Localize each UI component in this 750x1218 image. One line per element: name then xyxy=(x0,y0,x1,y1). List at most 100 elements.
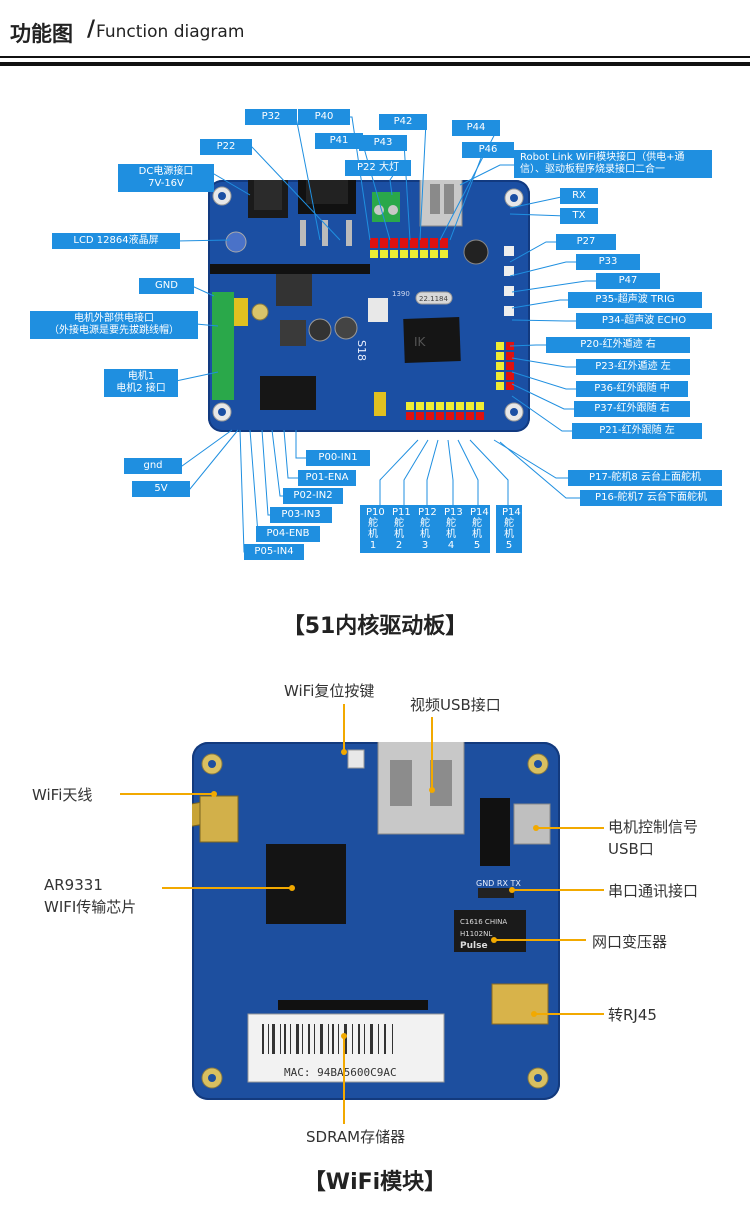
dc-power-line1: DC电源接口 xyxy=(138,166,194,177)
wifi-module-graphic: GND RX TX C1616 CHINA H1102NL Pulse MAC:… xyxy=(132,737,551,1089)
label-p21: P21-红外跟随 左 xyxy=(572,423,702,439)
label-p33: P33 xyxy=(576,254,640,270)
label-p43: P43 xyxy=(359,135,407,151)
driver-board-photo: IK 22.1184 xyxy=(208,170,530,432)
servo-num: 5 xyxy=(505,540,513,551)
wifi-module-photo: GND RX TX C1616 CHINA H1102NL Pulse MAC:… xyxy=(132,737,560,1100)
servo-port: P11 xyxy=(392,507,411,518)
label-wifi-antenna: WiFi天线 xyxy=(32,786,93,804)
servo-text: 舵机 xyxy=(368,518,378,540)
servo-port: P13 xyxy=(444,507,463,518)
servo-text: 舵机 xyxy=(394,518,404,540)
label-wifi-reset-button: WiFi复位按键 xyxy=(284,682,375,700)
label-dc-power: DC电源接口 7V-16V xyxy=(118,164,214,192)
servo-num: 1 xyxy=(369,540,377,551)
servo-num: 5 xyxy=(473,540,481,551)
header-divider-thin xyxy=(0,56,750,58)
label-p42: P42 xyxy=(379,114,427,130)
svg-text:C1616 CHINA: C1616 CHINA xyxy=(460,918,507,926)
header-title-cn: 功能图 xyxy=(10,22,73,46)
servo-port: P14 xyxy=(470,507,489,518)
svg-text:MAC: 94BA5600C9AC: MAC: 94BA5600C9AC xyxy=(284,1066,397,1079)
label-sdram: SDRAM存储器 xyxy=(306,1128,406,1146)
label-lcd: LCD 12864液晶屏 xyxy=(52,233,180,249)
driver-board-graphic: IK 22.1184 xyxy=(210,170,524,422)
servo-num: 4 xyxy=(447,540,455,551)
servo-port: P10 xyxy=(366,507,385,518)
svg-text:1390: 1390 xyxy=(392,290,410,298)
servo-tag-4: P13 舵机 4 xyxy=(438,505,464,553)
label-p23: P23-红外遁迹 左 xyxy=(576,359,690,375)
servo-num: 2 xyxy=(395,540,403,551)
label-p36: P36-红外跟随 中 xyxy=(576,381,688,397)
label-p01: P01-ENA xyxy=(298,470,356,486)
label-p27: P27 xyxy=(556,234,616,250)
label-p17: P17-舵机8 云台上面舵机 xyxy=(568,470,722,486)
motor-power-line2: （外接电源是要先拔跳线帽） xyxy=(49,325,179,336)
servo-text: 舵机 xyxy=(472,518,482,540)
driver-board-caption: 【51内核驱动板】 xyxy=(282,614,468,639)
label-p02: P02-IN2 xyxy=(283,488,343,504)
motor-usb-line2: USB口 xyxy=(608,840,654,858)
label-p22: P22 xyxy=(200,139,252,155)
label-p44: P44 xyxy=(452,120,500,136)
label-motor-ports: 电机1 电机2 接口 xyxy=(104,369,178,397)
servo-port: P14 xyxy=(502,507,521,518)
label-rx: RX xyxy=(560,188,598,204)
robot-link-line1: Robot Link WiFi模块接口（供电+通 xyxy=(520,152,685,163)
label-p00: P00-IN1 xyxy=(306,450,370,466)
servo-tag-1: P10 舵机 1 xyxy=(360,505,386,553)
chip-line2: WIFI传输芯片 xyxy=(44,898,137,916)
label-p16: P16-舵机7 云台下面舵机 xyxy=(580,490,722,506)
header-title-en: Function diagram xyxy=(96,22,245,42)
svg-text:S18: S18 xyxy=(355,340,368,361)
label-p34: P34-超声波 ECHO xyxy=(576,313,712,329)
label-serial-port: 串口通讯接口 xyxy=(608,882,699,900)
label-rj45: 转RJ45 xyxy=(608,1006,657,1024)
motor-power-line1: 电机外部供电接口 xyxy=(74,313,154,324)
label-p35: P35-超声波 TRIG xyxy=(568,292,702,308)
page-header: 功能图 / Function diagram xyxy=(0,0,750,62)
label-p40: P40 xyxy=(298,109,350,125)
label-motor-power: 电机外部供电接口 （外接电源是要先拔跳线帽） xyxy=(30,311,198,339)
label-motor-usb: 电机控制信号 USB口 xyxy=(608,816,698,860)
label-p03: P03-IN3 xyxy=(270,507,332,523)
label-ar9331-chip: AR9331 WIFI传输芯片 xyxy=(44,874,136,918)
servo-port: P12 xyxy=(418,507,437,518)
svg-text:Pulse: Pulse xyxy=(460,941,488,951)
header-divider-thick xyxy=(0,62,750,66)
svg-text:22.1184: 22.1184 xyxy=(419,295,448,303)
servo-tag-6: P14 舵机 5 xyxy=(496,505,522,553)
servo-tag-2: P11 舵机 2 xyxy=(386,505,412,553)
label-gnd: GND xyxy=(139,278,194,294)
label-network-transformer: 网口变压器 xyxy=(592,933,668,951)
label-robot-link: Robot Link WiFi模块接口（供电+通 信）、驱动板程序烧录接口二合一 xyxy=(514,150,712,178)
header-separator: / xyxy=(87,17,96,42)
label-p32: P32 xyxy=(245,109,297,125)
label-p04: P04-ENB xyxy=(256,526,320,542)
svg-text:GND RX TX: GND RX TX xyxy=(476,879,521,888)
label-video-usb: 视频USB接口 xyxy=(410,696,501,714)
label-p20: P20-红外遁迹 右 xyxy=(546,337,690,353)
dc-power-line2: 7V-16V xyxy=(148,178,184,189)
servo-text: 舵机 xyxy=(446,518,456,540)
svg-text:H1102NL: H1102NL xyxy=(460,930,492,938)
label-p41: P41 xyxy=(315,133,363,149)
label-5v: 5V xyxy=(132,481,190,497)
servo-tag-3: P12 舵机 3 xyxy=(412,505,438,553)
svg-text:IK: IK xyxy=(414,335,427,349)
label-p05: P05-IN4 xyxy=(244,544,304,560)
label-p37: P37-红外跟随 右 xyxy=(574,401,690,417)
servo-tag-5: P14 舵机 5 xyxy=(464,505,490,553)
label-p46: P46 xyxy=(462,142,514,158)
label-gnd-low: gnd xyxy=(124,458,182,474)
servo-text: 舵机 xyxy=(504,518,514,540)
motor-usb-line1: 电机控制信号 xyxy=(608,818,699,836)
motor-ports-line1: 电机1 xyxy=(127,371,155,382)
label-p47: P47 xyxy=(596,273,660,289)
robot-link-line2: 信）、驱动板程序烧录接口二合一 xyxy=(520,164,665,175)
motor-ports-line2: 电机2 接口 xyxy=(116,383,166,394)
label-tx: TX xyxy=(560,208,598,224)
servo-text: 舵机 xyxy=(420,518,430,540)
servo-num: 3 xyxy=(421,540,429,551)
